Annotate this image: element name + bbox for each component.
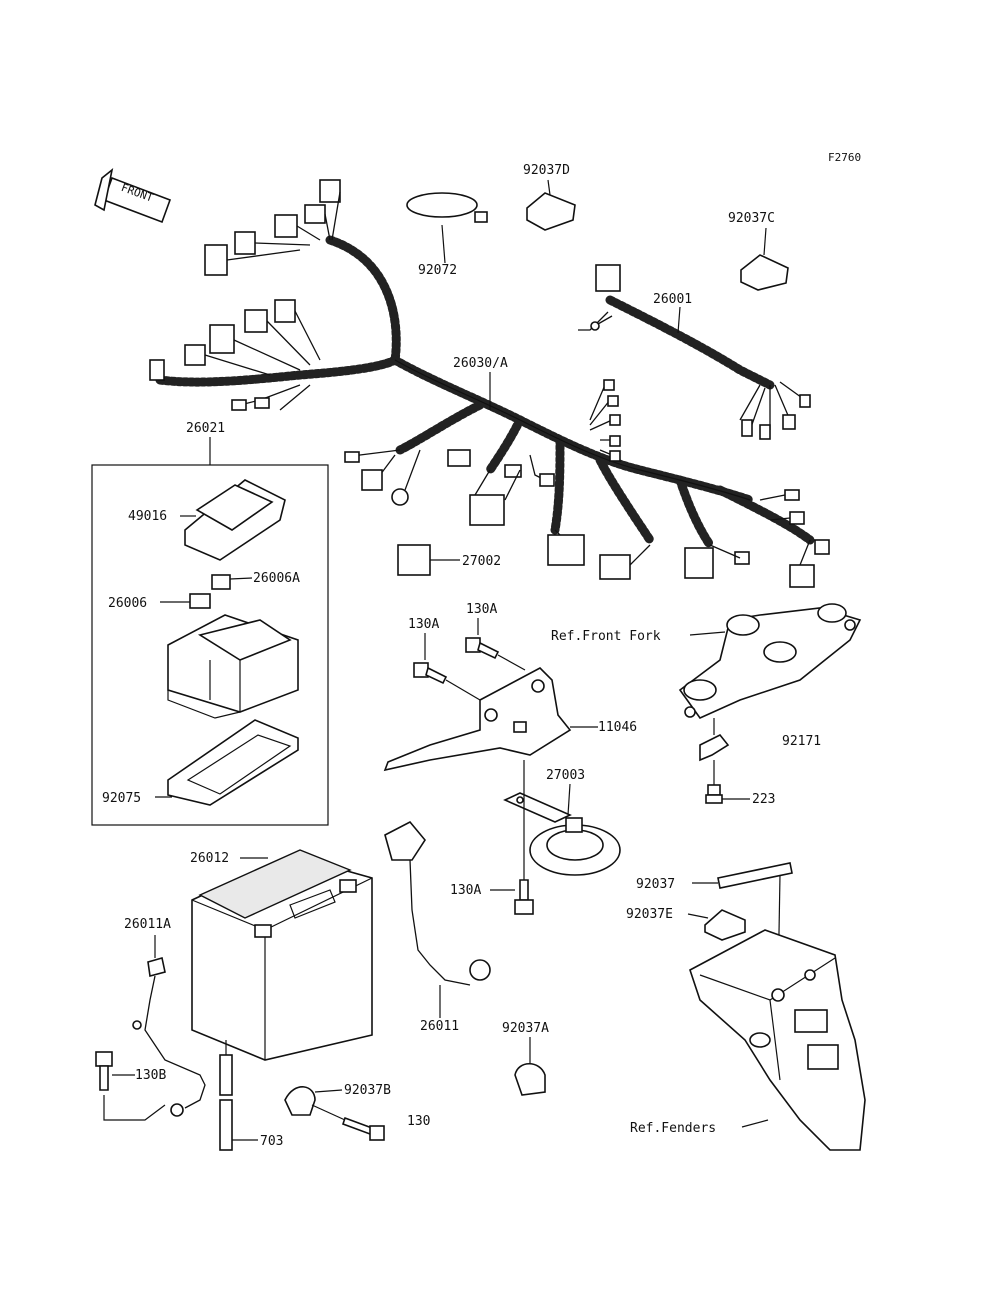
- label-26001: 26001: [653, 292, 692, 307]
- bolt-130A-left: [413, 662, 481, 701]
- label-92037E: 92037E: [626, 907, 673, 922]
- battery-26012: [191, 849, 373, 1061]
- label-223: 223: [752, 792, 775, 807]
- bolt-130A-bottom: [514, 879, 534, 915]
- label-26011: 26011: [420, 1019, 459, 1034]
- bolt-130: [311, 1104, 385, 1141]
- label-92075: 92075: [102, 791, 141, 806]
- label-92037: 92037: [636, 877, 675, 892]
- label-92037D: 92037D: [523, 163, 570, 178]
- label-26030A: 26030/A: [453, 356, 508, 371]
- fuse-26006A: [211, 574, 253, 590]
- label-130: 130: [407, 1114, 430, 1129]
- fuse-group-frame: [91, 464, 329, 826]
- label-92037C: 92037C: [728, 211, 775, 226]
- cover-92075: [155, 719, 299, 806]
- label-130A-top: 130A: [466, 602, 497, 617]
- label-26006: 26006: [108, 596, 147, 611]
- cover-49016: [180, 479, 286, 561]
- label-26006A: 26006A: [253, 571, 300, 586]
- rear-fender: [689, 929, 866, 1151]
- cable-26011A: [132, 956, 206, 1117]
- figure-code: F2760: [828, 151, 861, 164]
- label-26021: 26021: [186, 421, 225, 436]
- screw-223: [705, 760, 750, 804]
- label-27002: 27002: [462, 554, 501, 569]
- label-703: 703: [260, 1134, 283, 1149]
- bolt-130A-top: [465, 637, 526, 671]
- label-130B: 130B: [135, 1068, 166, 1083]
- bracket-11046: [383, 667, 598, 772]
- fuse-box: [167, 614, 299, 719]
- label-130A-bottom: 130A: [450, 883, 481, 898]
- clamp-92171: [699, 718, 730, 762]
- sub-harness-26001: [578, 264, 811, 440]
- label-92072: 92072: [418, 263, 457, 278]
- label-92037B: 92037B: [344, 1083, 391, 1098]
- bolt-130B: [95, 1051, 166, 1121]
- clamp-92037C: [740, 227, 789, 291]
- horn-27003: [503, 792, 621, 876]
- main-harness: [149, 179, 830, 588]
- front-fork-bracket: [678, 603, 862, 719]
- label-26012: 26012: [190, 851, 229, 866]
- label-ref-fenders: Ref.Fenders: [630, 1121, 716, 1136]
- label-ref-front-fork: Ref.Front Fork: [551, 629, 661, 644]
- clamp-92037B: [284, 1086, 343, 1116]
- relay-27002: [397, 544, 460, 576]
- clamp-92037D: [526, 179, 576, 231]
- label-27003: 27003: [546, 768, 585, 783]
- label-130A-left: 130A: [408, 617, 439, 632]
- label-92037A: 92037A: [502, 1021, 549, 1036]
- label-11046: 11046: [598, 720, 637, 735]
- label-26011A: 26011A: [124, 917, 171, 932]
- label-49016: 49016: [128, 509, 167, 524]
- cable-tie-92072: [406, 192, 488, 264]
- cable-26011: [384, 820, 491, 1018]
- front-arrow-icon: FRONT: [94, 168, 172, 224]
- clamp-92037A: [514, 1062, 546, 1096]
- label-92171: 92171: [782, 734, 821, 749]
- fuse-26006: [160, 593, 211, 609]
- tube-703: [219, 1040, 258, 1151]
- clamp-92037E: [687, 909, 746, 941]
